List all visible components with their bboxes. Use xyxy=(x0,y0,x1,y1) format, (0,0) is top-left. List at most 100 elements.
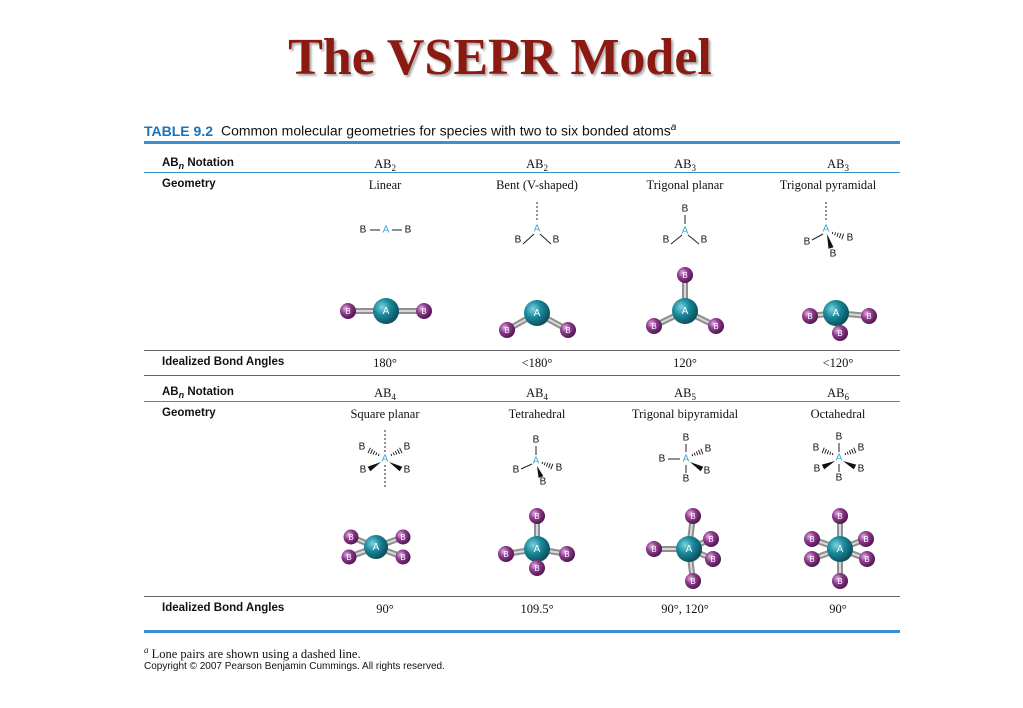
bond-line xyxy=(539,233,552,245)
atom-letter: A xyxy=(534,308,541,319)
ligand-atom-sphere xyxy=(498,546,514,562)
atom-letter: B xyxy=(807,312,812,321)
central-atom-label: A xyxy=(534,224,541,235)
ligand-label: B xyxy=(705,444,712,455)
hash-bond xyxy=(377,453,380,457)
ligand-atom-sphere xyxy=(859,551,875,567)
hash-bond xyxy=(851,448,854,454)
hash-bond xyxy=(375,452,378,456)
notation-label: ABn Notation xyxy=(162,386,234,400)
ligand-label: B xyxy=(683,433,690,444)
atom-letter: A xyxy=(682,306,689,317)
caption-footnote-marker: a xyxy=(670,122,677,133)
notation-cell: AB3 xyxy=(674,157,696,173)
hash-bond xyxy=(826,450,830,455)
geometry-name: Trigonal pyramidal xyxy=(779,178,877,192)
atom-letter: B xyxy=(534,564,539,573)
footnote-text: Lone pairs are shown using a dashed line… xyxy=(151,647,361,662)
geometry-name: Square planar xyxy=(350,407,420,421)
ligand-label: B xyxy=(405,225,412,236)
atom-letter: B xyxy=(690,512,695,521)
wedge-bond xyxy=(690,462,704,472)
wedge-bond xyxy=(827,234,834,249)
atom-letter: B xyxy=(710,555,715,564)
hash-bond xyxy=(848,450,852,455)
ligand-label: B xyxy=(813,443,820,454)
ligand-atom-sphere xyxy=(832,573,848,589)
notation-cell: AB6 xyxy=(827,386,849,402)
atom-letter: B xyxy=(809,555,814,564)
central-atom-sphere xyxy=(827,536,853,562)
hash-bond xyxy=(399,447,403,454)
central-atom-label: A xyxy=(823,224,830,235)
hash-bond xyxy=(824,448,827,454)
hash-bond xyxy=(700,448,704,455)
atom-letter: B xyxy=(348,533,353,542)
ligand-atom-sphere xyxy=(708,318,724,334)
ligand-label: B xyxy=(404,442,411,453)
atom-letter: A xyxy=(833,308,840,319)
hash-bond xyxy=(397,449,400,455)
ligand-atom-sphere xyxy=(703,531,719,547)
ligand-label: B xyxy=(858,443,865,454)
ligand-label: B xyxy=(701,235,708,246)
ligand-atom-sphere xyxy=(832,325,848,341)
atom-letter: B xyxy=(809,535,814,544)
ligand-atom-sphere xyxy=(832,508,848,524)
hash-bond xyxy=(390,453,393,457)
atom-letter: B xyxy=(564,550,569,559)
bond-line xyxy=(520,463,533,470)
atom-letter: B xyxy=(708,535,713,544)
atom-letter: B xyxy=(565,326,570,335)
bond-angle-value: 180° xyxy=(373,356,397,370)
ligand-label: B xyxy=(682,204,689,215)
atom-letter: B xyxy=(651,545,656,554)
section-rule-1 xyxy=(144,350,900,351)
geometry-name: Trigonal planar xyxy=(646,178,724,192)
wedge-bond xyxy=(843,461,857,470)
bond-angle-value: 90° xyxy=(829,602,847,616)
hash-bond xyxy=(844,452,847,456)
copyright-notice: Copyright © 2007 Pearson Benjamin Cummin… xyxy=(144,661,445,672)
bond-angle-value: 109.5° xyxy=(520,602,554,616)
atom-letter: A xyxy=(837,544,844,555)
table-caption-text: Common molecular geometries for species … xyxy=(220,122,671,139)
ligand-label: B xyxy=(683,474,690,485)
atom-letter: A xyxy=(686,544,693,555)
bond-angle-value: 120° xyxy=(673,356,697,370)
ligand-label: B xyxy=(814,464,821,475)
table-top-rule xyxy=(144,141,900,144)
header-rule-1 xyxy=(144,172,900,173)
hash-bond xyxy=(836,232,839,237)
ligand-atom-sphere xyxy=(529,560,545,576)
central-atom-label: A xyxy=(682,226,689,237)
ligand-atom-sphere xyxy=(395,529,411,545)
ligand-atom-sphere xyxy=(560,322,576,338)
wedge-bond xyxy=(821,461,835,470)
geometry-name: Octahedral xyxy=(810,407,866,421)
table-bottom-rule xyxy=(144,630,900,633)
hash-bond xyxy=(394,450,398,455)
ligand-atom-sphere xyxy=(677,267,693,283)
hash-bond xyxy=(370,449,373,455)
central-atom-label: A xyxy=(383,225,390,236)
ligand-label: B xyxy=(704,466,711,477)
hash-bond xyxy=(829,451,832,455)
ligand-atom-sphere xyxy=(646,318,662,334)
atom-letter: B xyxy=(421,307,426,316)
central-atom-sphere xyxy=(524,536,550,562)
ligand-label: B xyxy=(404,465,411,476)
bond-angle-value: <120° xyxy=(822,356,854,370)
hash-bond xyxy=(693,452,696,456)
ligand-label: B xyxy=(533,435,540,446)
atom-letter: B xyxy=(400,533,405,542)
wedge-bond xyxy=(389,462,403,472)
notation-cell: AB5 xyxy=(674,386,696,402)
footnote-marker: a xyxy=(144,645,149,655)
ligand-label: B xyxy=(659,454,666,465)
ligand-atom-sphere xyxy=(802,308,818,324)
hash-bond xyxy=(695,451,699,456)
atom-letter: A xyxy=(534,544,541,555)
atom-letter: B xyxy=(690,577,695,586)
